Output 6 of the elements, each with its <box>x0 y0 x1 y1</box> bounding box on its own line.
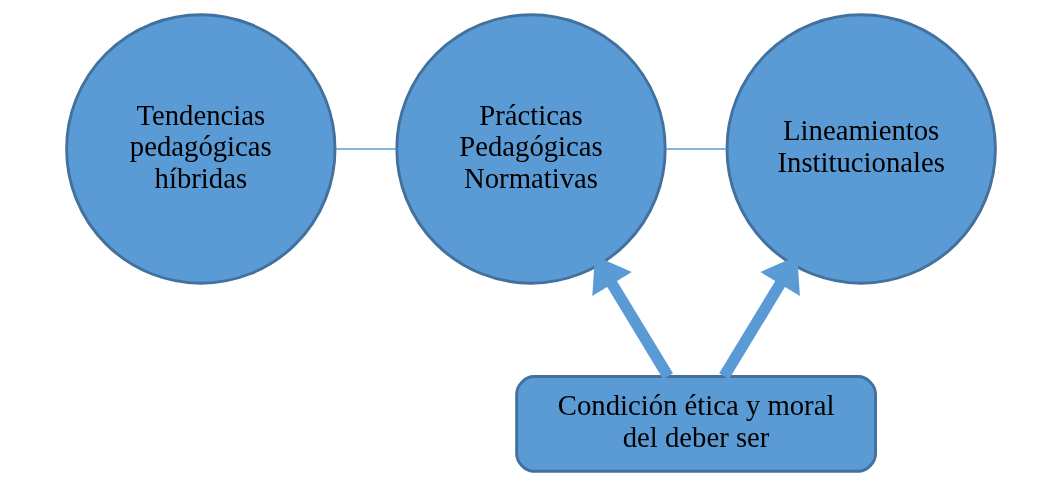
node-circle: Lineamientos Institucionales <box>725 12 997 285</box>
connector <box>334 147 398 150</box>
node-circle: Tendencias pedagógicas híbridas <box>65 12 337 285</box>
node-box: Condición ética y moral del deber ser <box>515 374 877 473</box>
connector <box>665 147 728 150</box>
node-circle: Prácticas Pedagógicas Normativas <box>395 12 667 285</box>
